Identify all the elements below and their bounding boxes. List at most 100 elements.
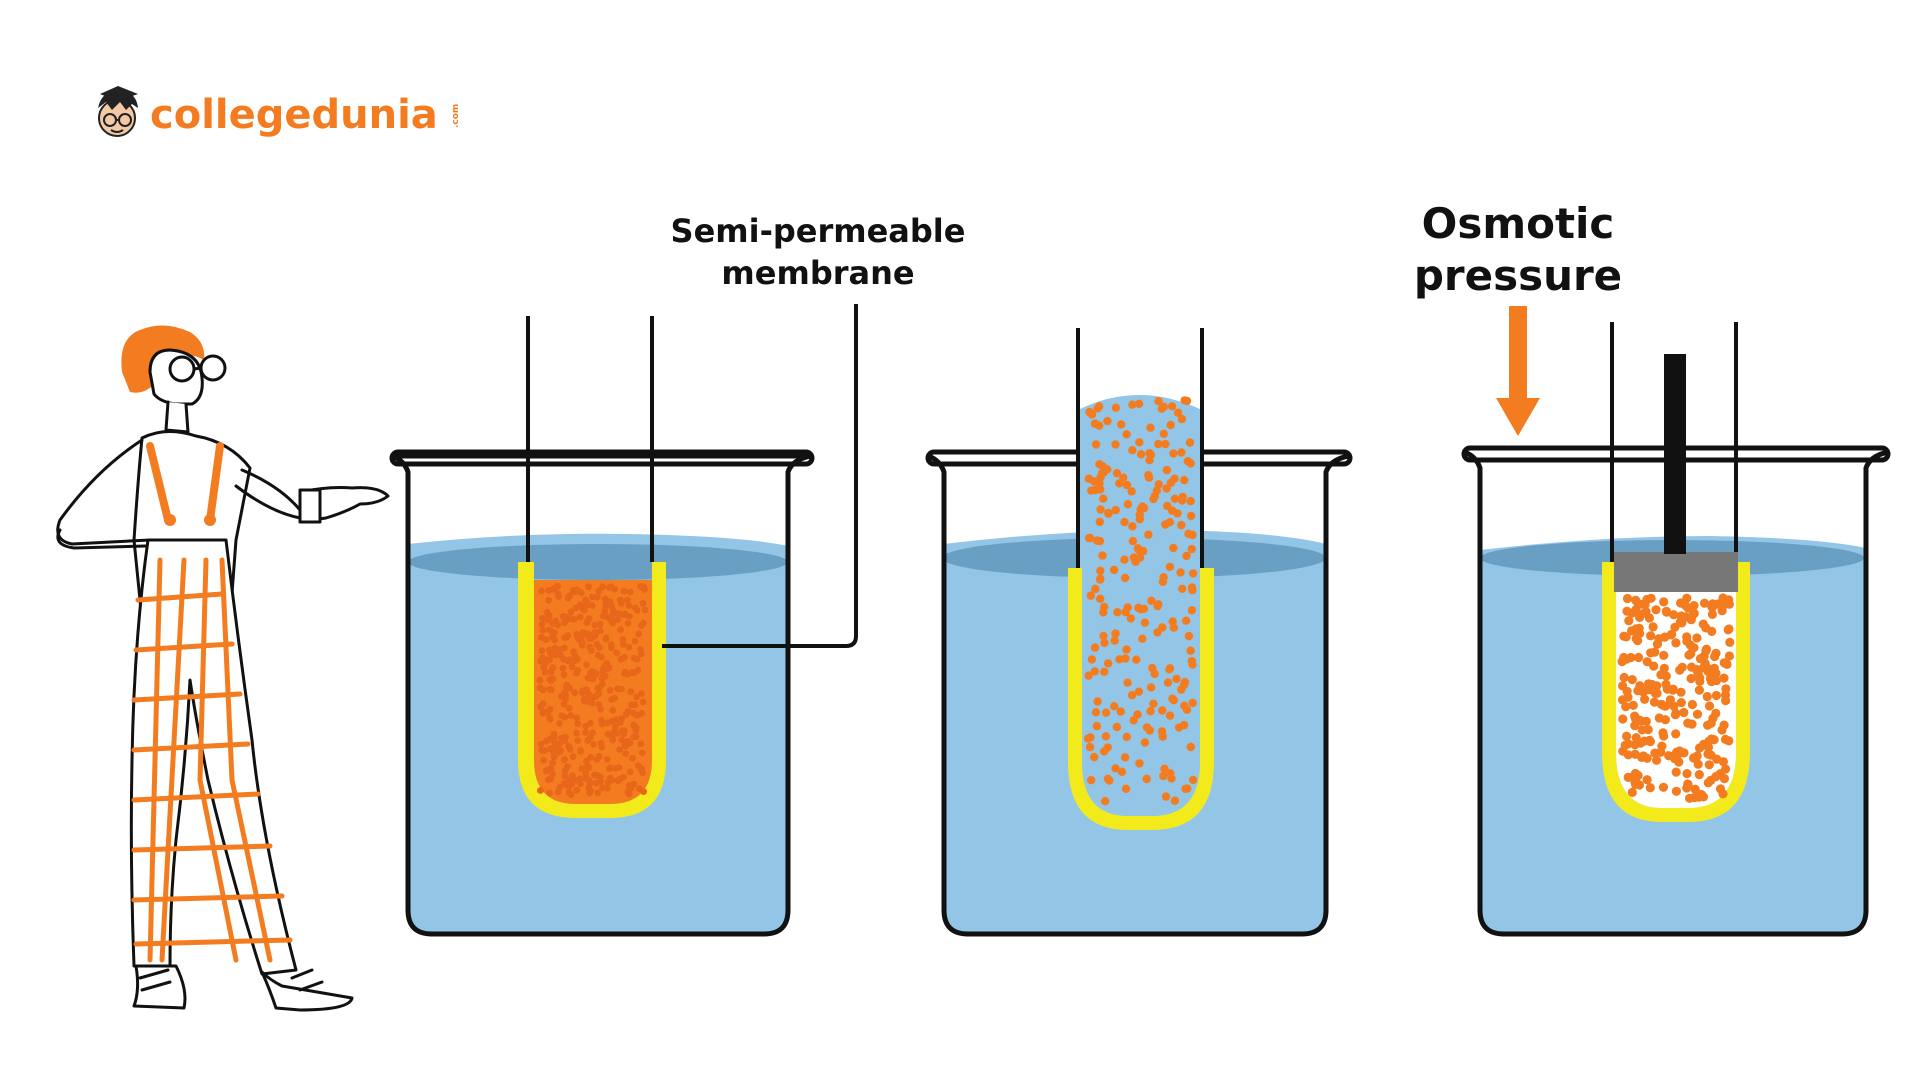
solute-particle [1179,680,1189,689]
solute-particle [618,736,626,744]
solute-particle [562,733,569,741]
solute-particle [1110,636,1119,645]
solute-particle [549,585,557,593]
solute-particle [1135,438,1144,447]
solute-particle [1661,671,1671,681]
solute-particle [539,709,547,717]
solute-particle [1652,688,1662,698]
solute-particle [597,739,605,747]
solute-particle [556,784,564,791]
solute-particle [1636,738,1646,748]
solute-particle [1173,408,1183,417]
solute-particle [1637,725,1647,735]
solute-particle [539,627,547,634]
solute-particle [574,737,582,744]
solute-particle [1671,767,1681,777]
solute-particle [1635,612,1645,623]
solute-particle [576,613,584,621]
solute-particle [596,644,603,652]
solute-particle [595,690,603,698]
solute-particle [536,676,544,684]
solute-particle [565,783,573,791]
solute-particle [1658,782,1669,792]
solute-particle [585,583,592,591]
solute-particle [604,719,611,727]
solute-particle [634,666,642,674]
solute-particle [621,610,629,618]
solute-particle [1724,595,1734,605]
solute-particle [637,740,645,748]
solute-particle [1099,494,1108,503]
solute-particle [1109,565,1119,575]
solute-particle [572,604,580,612]
solute-particle [638,709,646,717]
solute-particle [568,663,576,671]
solute-particle [1660,701,1670,711]
solute-particle [1135,759,1144,768]
solute-particle [554,621,562,629]
solute-particle [574,667,582,674]
solute-particle [614,616,622,623]
solute-particle [1100,638,1109,648]
solute-particle [547,668,555,676]
solute-particle [628,701,635,709]
solute-particle [561,689,568,696]
solute-particle [617,655,625,663]
beaker-3-piston-base [1614,552,1738,592]
solute-particle [1161,439,1170,449]
solute-particle [562,696,569,703]
solute-particle [1110,702,1119,711]
solute-particle [591,629,599,637]
solute-particle [620,587,628,595]
solute-particle [1646,593,1656,603]
solute-particle [1668,685,1678,695]
solute-particle [1174,723,1184,732]
solute-particle [1168,617,1177,626]
solute-particle [1123,678,1132,687]
solute-particle [596,620,604,628]
solute-particle [1116,707,1125,716]
solute-particle [1178,584,1187,593]
solute-particle [1699,598,1710,608]
solute-particle [1703,720,1713,730]
solute-particle [1709,735,1719,745]
solute-particle [557,747,564,755]
solute-particle [1139,503,1149,513]
solute-particle [1154,480,1164,489]
solute-particle [576,636,583,643]
solute-particle [1184,631,1194,641]
solute-particle [617,600,625,607]
solute-particle [1642,775,1652,785]
beaker-1-membrane [518,562,666,818]
solute-particle [1101,708,1111,717]
solute-particle [576,775,584,783]
solute-particle [597,627,604,635]
solute-particle [1619,652,1629,663]
solute-particle [1618,746,1628,756]
solute-particle [1165,665,1174,674]
solute-particle [1126,614,1136,623]
solute-particle [1188,585,1197,595]
solute-particle [570,648,577,656]
solute-particle [546,627,554,634]
solute-particle [1166,420,1175,430]
solute-particle [1144,471,1153,480]
solute-particle [551,739,559,747]
solute-particle [1182,396,1192,406]
solute-particle [626,768,634,776]
solute-particle [1695,654,1705,664]
solute-particle [1149,699,1158,708]
solute-particle [546,676,554,683]
solute-particle [1098,462,1108,471]
brand-logo[interactable]: collegedunia .com [98,86,461,138]
solute-particle [571,689,579,697]
solute-particle [624,708,632,715]
solute-particle [632,727,640,734]
solute-particle [565,777,573,784]
solute-particle [1690,784,1700,794]
solute-particle [1689,608,1699,619]
solute-particle [640,788,647,795]
solute-particle [1707,609,1717,620]
solute-particle [1183,784,1192,793]
